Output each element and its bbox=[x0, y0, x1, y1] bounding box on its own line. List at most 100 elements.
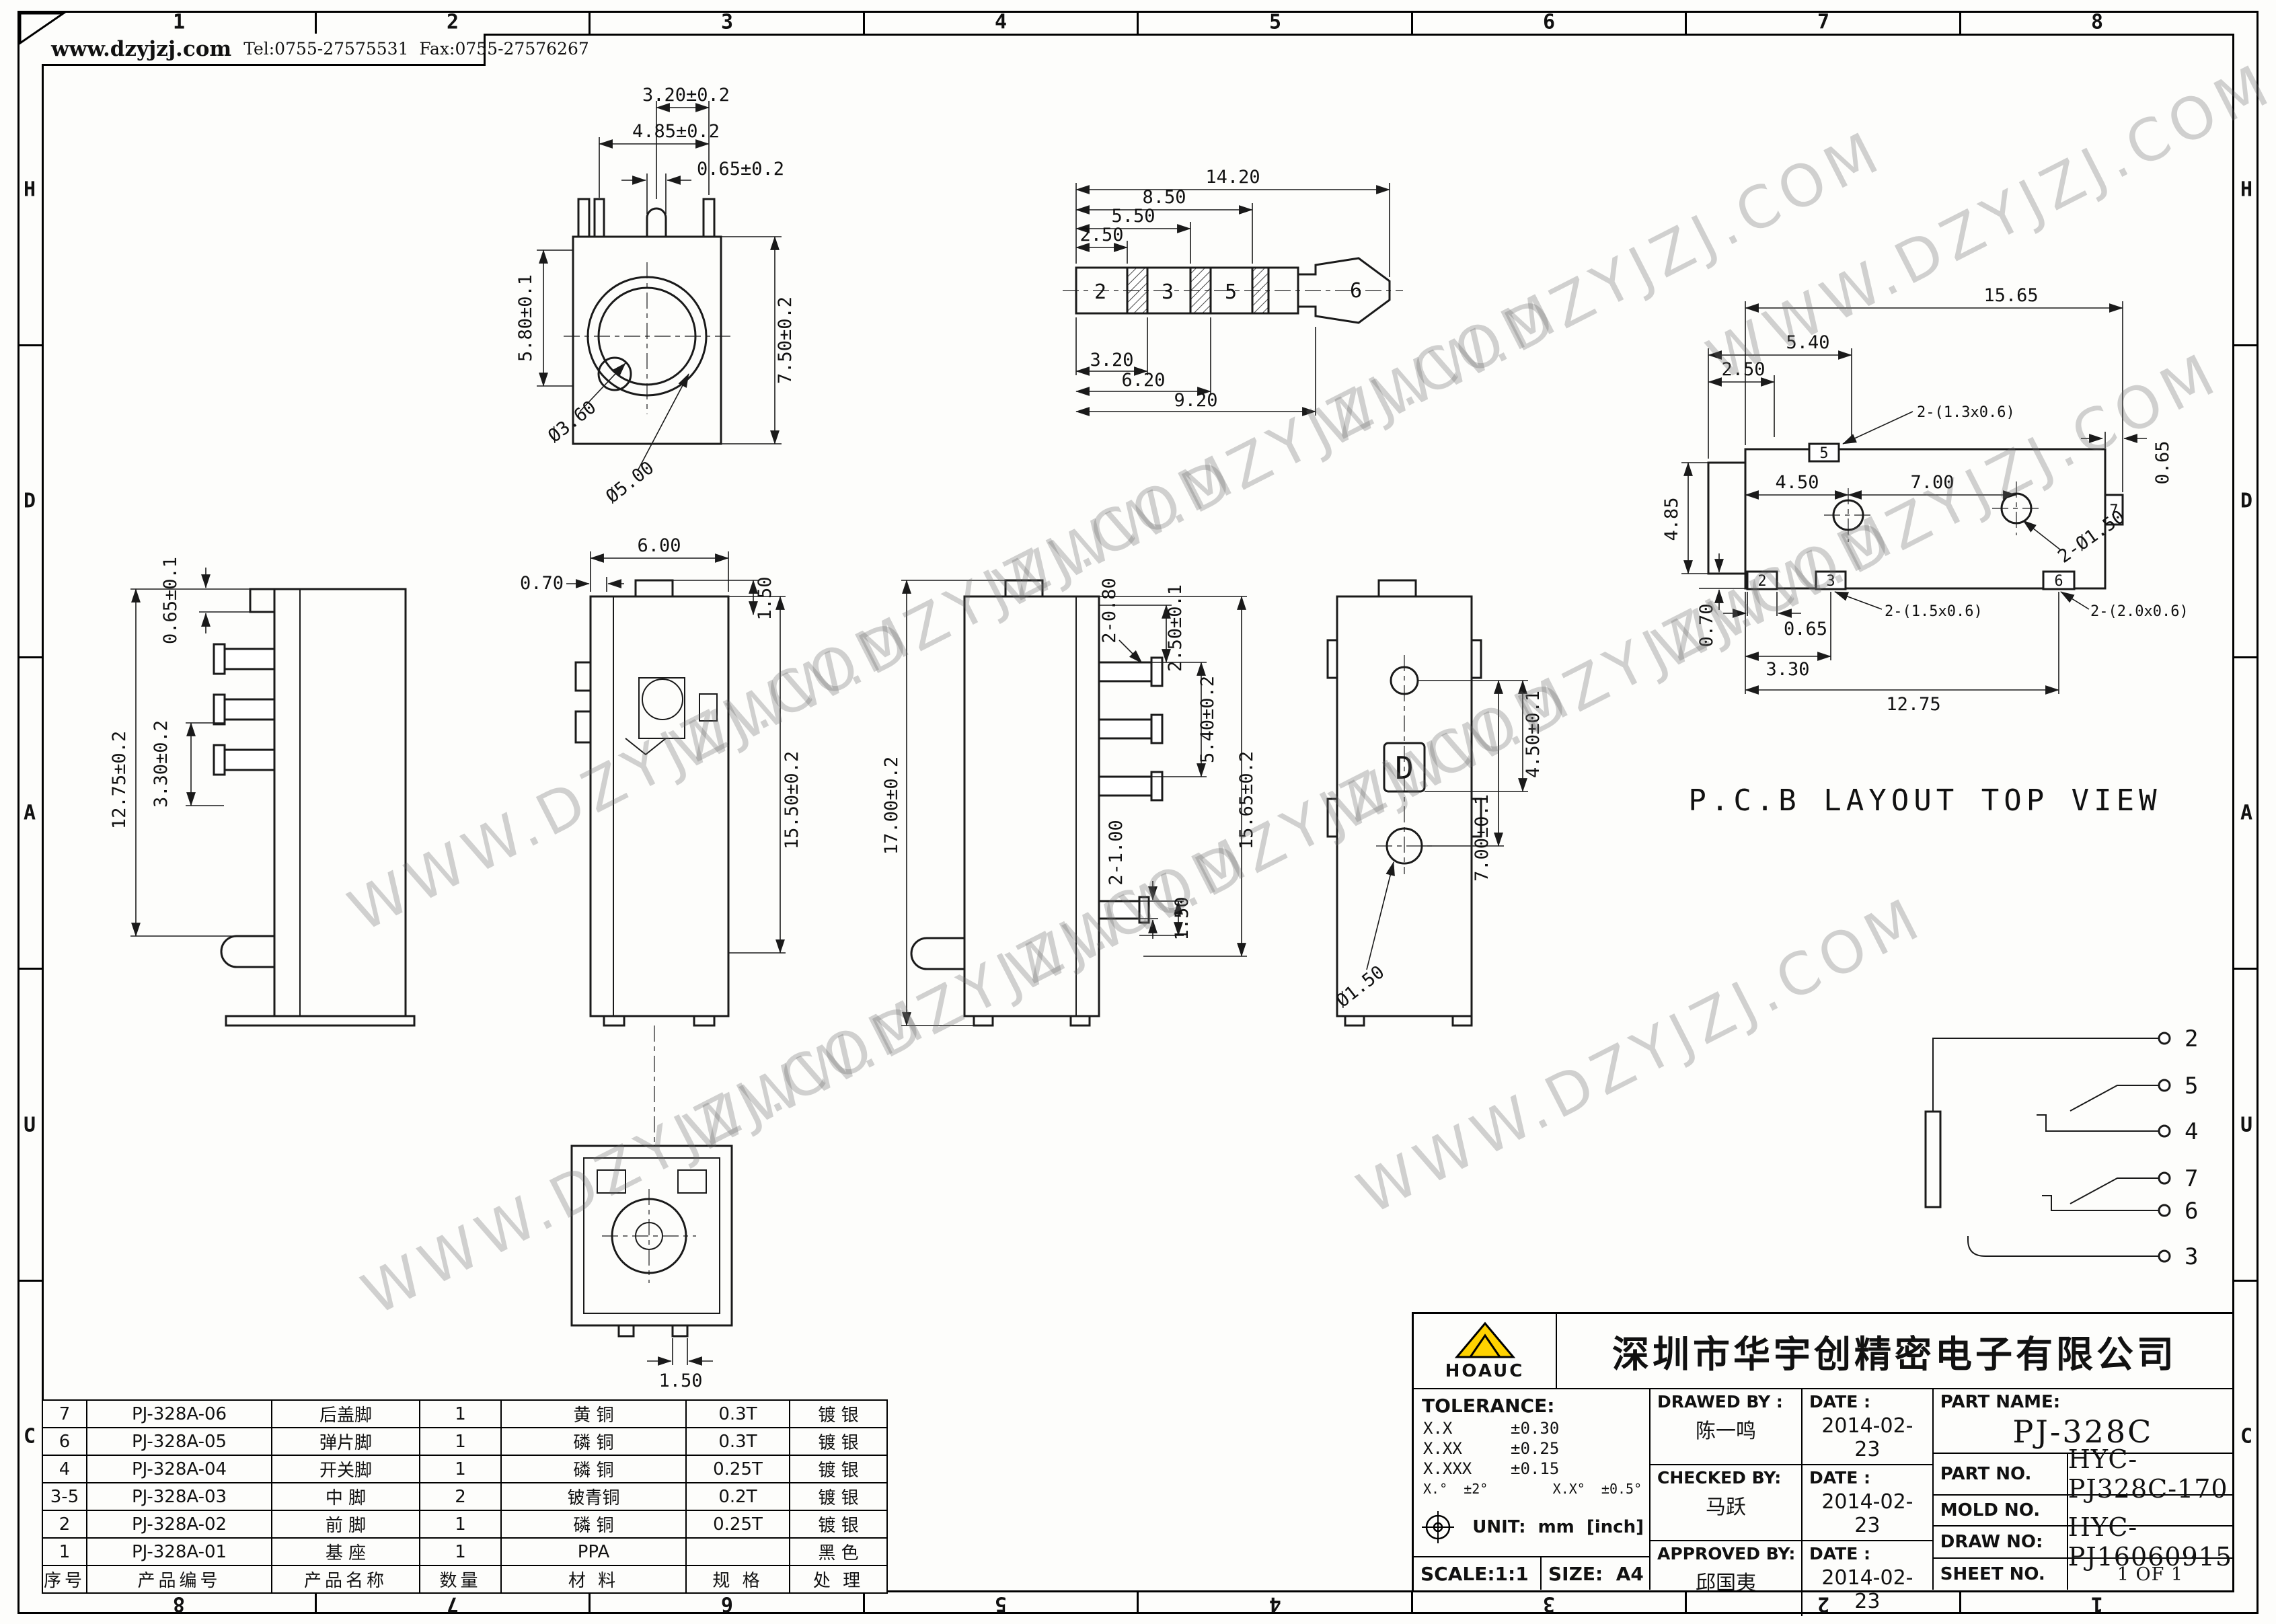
schematic-pin-label: 2 bbox=[2185, 1026, 2198, 1052]
sheet-no-value: 1 OF 1 bbox=[2117, 1563, 2184, 1585]
side-view-right: 17.00±0.2 2-0.80 2.50±0.1 5.40±0.2 2-1.0… bbox=[881, 578, 1257, 1027]
dim-label: 15.50±0.2 bbox=[782, 751, 802, 849]
approved-by-label: APPROVED BY: bbox=[1657, 1544, 1796, 1563]
drawed-by-name: 陈一鸣 bbox=[1696, 1420, 1756, 1443]
drawed-date: 2014-02-23 bbox=[1821, 1414, 1913, 1461]
logo-triangle-icon bbox=[1454, 1321, 1515, 1358]
dim-label: 4.50 bbox=[1775, 472, 1819, 493]
dim-label: 5.40±0.2 bbox=[1197, 676, 1218, 763]
approved-date: 2014-02-23 bbox=[1821, 1566, 1913, 1613]
size-text: SIZE: A4 bbox=[1548, 1562, 1644, 1585]
dim-label: 3.30±0.2 bbox=[151, 720, 172, 808]
schematic-pin-label: 7 bbox=[2185, 1165, 2198, 1192]
fold-mark-icon bbox=[19, 12, 67, 45]
dim-label: 3.30 bbox=[1766, 659, 1809, 680]
schematic-pin-label: 5 bbox=[2185, 1073, 2198, 1099]
dim-label: 2.50±0.1 bbox=[1165, 584, 1186, 672]
dim-label: 9.20 bbox=[1174, 390, 1217, 411]
dim-label: 15.65 bbox=[1983, 285, 2038, 306]
dim-label: 3.20±0.2 bbox=[642, 85, 730, 106]
section-view: 6.00 0.70 1.50 15.50±0.2 bbox=[520, 535, 802, 1143]
grid-col-label: 2 bbox=[446, 10, 459, 34]
dim-label: 2-(2.0x0.6) bbox=[2090, 603, 2189, 620]
header-bar: www.dzyjzj.com Tel:0755-27575531 Fax:075… bbox=[42, 34, 589, 66]
dim-label: 2-Ø1.50 bbox=[2054, 506, 2129, 568]
checked-row: CHECKED BY: 马跃 DATE : 2014-02-23 bbox=[1651, 1465, 1932, 1541]
dim-label: 12.75 bbox=[1886, 694, 1940, 715]
scale-text: SCALE:1:1 bbox=[1414, 1557, 1542, 1590]
company-logo: HOAUC bbox=[1414, 1314, 1557, 1388]
company-name: 深圳市华宇创精密电子有限公司 bbox=[1611, 1333, 2177, 1376]
grid-row-label: A bbox=[23, 801, 36, 825]
checked-date: 2014-02-23 bbox=[1821, 1490, 1913, 1537]
schematic-pin-label: 6 bbox=[2185, 1198, 2198, 1225]
part-no-label: PART NO. bbox=[1934, 1454, 2068, 1494]
dim-label: 2.50 bbox=[1721, 359, 1765, 380]
dim-label: 0.65±0.2 bbox=[697, 159, 784, 180]
grid-col-label: 6 bbox=[1542, 10, 1556, 34]
pad-number: 2 bbox=[1757, 573, 1766, 590]
dim-label: 1.50 bbox=[755, 576, 775, 620]
plug-pin-label: 3 bbox=[1162, 280, 1174, 304]
mold-no-row: MOLD NO. bbox=[1933, 1496, 2232, 1526]
plug-pin-label: 6 bbox=[1350, 279, 1362, 303]
tolerance-title: TOLERANCE: bbox=[1422, 1395, 1555, 1417]
grid-row-label: C bbox=[23, 1424, 36, 1448]
unit-text: UNIT: mm [inch] bbox=[1472, 1516, 1644, 1537]
schematic-pin-label: 3 bbox=[2185, 1243, 2198, 1270]
checked-by-label: CHECKED BY: bbox=[1657, 1468, 1782, 1487]
grid-col-label: 4 bbox=[994, 10, 1008, 34]
part-no-row: PART NO. HYC-PJ328C-170 bbox=[1933, 1444, 2232, 1504]
tolerance-line: X.XXX ±0.15 bbox=[1423, 1459, 1560, 1478]
approved-row: APPROVED BY: 邱国夷 DATE : 2014-02-23 bbox=[1651, 1541, 1932, 1616]
grid-row-label: U bbox=[2240, 1113, 2253, 1137]
dim-label: 14.20 bbox=[1205, 167, 1260, 188]
dim-label: 7.50±0.2 bbox=[775, 297, 796, 384]
dim-label: 1.50 bbox=[1172, 896, 1192, 940]
dim-label: 4.85 bbox=[1661, 497, 1682, 541]
dim-label: 1.50 bbox=[658, 1370, 702, 1391]
part-info-box: PART NAME: PJ-328C PART NO. HYC-PJ328C-1… bbox=[1933, 1389, 2233, 1590]
plug-pin-label: 2 bbox=[1094, 280, 1106, 304]
sheet-no-label: SHEET NO. bbox=[1934, 1559, 2068, 1590]
tolerance-line: X.XX ±0.25 bbox=[1423, 1439, 1560, 1458]
dim-label: 0.65 bbox=[1784, 619, 1827, 640]
plug-view: 14.20 8.50 5.50 2.50 3.20 6.20 9.20 2 3 … bbox=[1063, 167, 1403, 416]
dim-label: Ø1.50 bbox=[1332, 962, 1388, 1011]
draw-no-value: HYC-PJ16060915 bbox=[2068, 1512, 2233, 1572]
dim-label: 0.65±0.1 bbox=[160, 557, 181, 644]
dim-label: 4.85±0.2 bbox=[632, 121, 720, 142]
grid-col-label: 7 bbox=[1817, 10, 1830, 34]
front-view: 3.20±0.2 4.85±0.2 0.65±0.2 7.50±0.2 5.80… bbox=[515, 85, 796, 508]
grid-row-label: C bbox=[2240, 1424, 2253, 1448]
grid-col-label: 5 bbox=[1268, 10, 1282, 34]
signature-box: DRAWED BY : 陈一鸣 DATE : 2014-02-23 CHECKE… bbox=[1651, 1389, 1934, 1616]
tolerance-box: TOLERANCE: X.X ±0.30 X.XX ±0.25 X.XXX ±0… bbox=[1414, 1389, 1651, 1590]
dim-label: 2-(1.5x0.6) bbox=[1885, 603, 1983, 620]
section-mark: D bbox=[1395, 750, 1414, 786]
logo-text: HOAUC bbox=[1445, 1361, 1525, 1381]
dim-label: 6.00 bbox=[637, 535, 681, 556]
draw-no-label: DRAW NO: bbox=[1934, 1526, 2068, 1557]
mold-no-label: MOLD NO. bbox=[1934, 1496, 2068, 1525]
dim-label: 2-(1.3x0.6) bbox=[1917, 404, 2015, 421]
dim-label: 0.70 bbox=[1696, 603, 1717, 647]
grid-col-label: 8 bbox=[2090, 10, 2104, 34]
title-block: HOAUC 深圳市华宇创精密电子有限公司 TOLERANCE: X.X ±0.3… bbox=[1412, 1312, 2234, 1616]
date-label: DATE : bbox=[1809, 1392, 1870, 1412]
dim-label: 7.00±0.1 bbox=[1472, 794, 1492, 882]
grid-row-label: H bbox=[2240, 178, 2253, 202]
grid-row-label: A bbox=[2240, 801, 2253, 825]
part-name-value: PJ-328C bbox=[2012, 1414, 2154, 1450]
sheet-no-row: SHEET NO. 1 OF 1 bbox=[1934, 1559, 2232, 1590]
grid-col-label: 1 bbox=[172, 10, 186, 34]
dim-label: 5.40 bbox=[1786, 332, 1829, 353]
draw-no-row: DRAW NO: HYC-PJ16060915 bbox=[1933, 1512, 2233, 1572]
dim-label: 12.75±0.2 bbox=[109, 731, 130, 829]
date-label: DATE : bbox=[1809, 1468, 1870, 1487]
date-label: DATE : bbox=[1809, 1544, 1870, 1563]
